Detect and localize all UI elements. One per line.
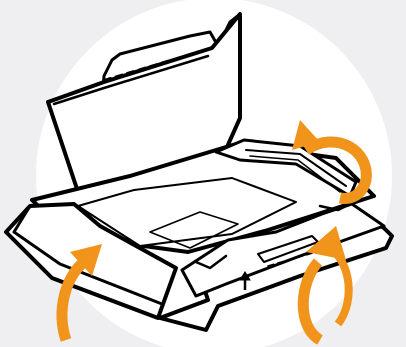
packaging-instruction-illustration — [0, 0, 406, 347]
illustration-canvas — [0, 0, 406, 347]
